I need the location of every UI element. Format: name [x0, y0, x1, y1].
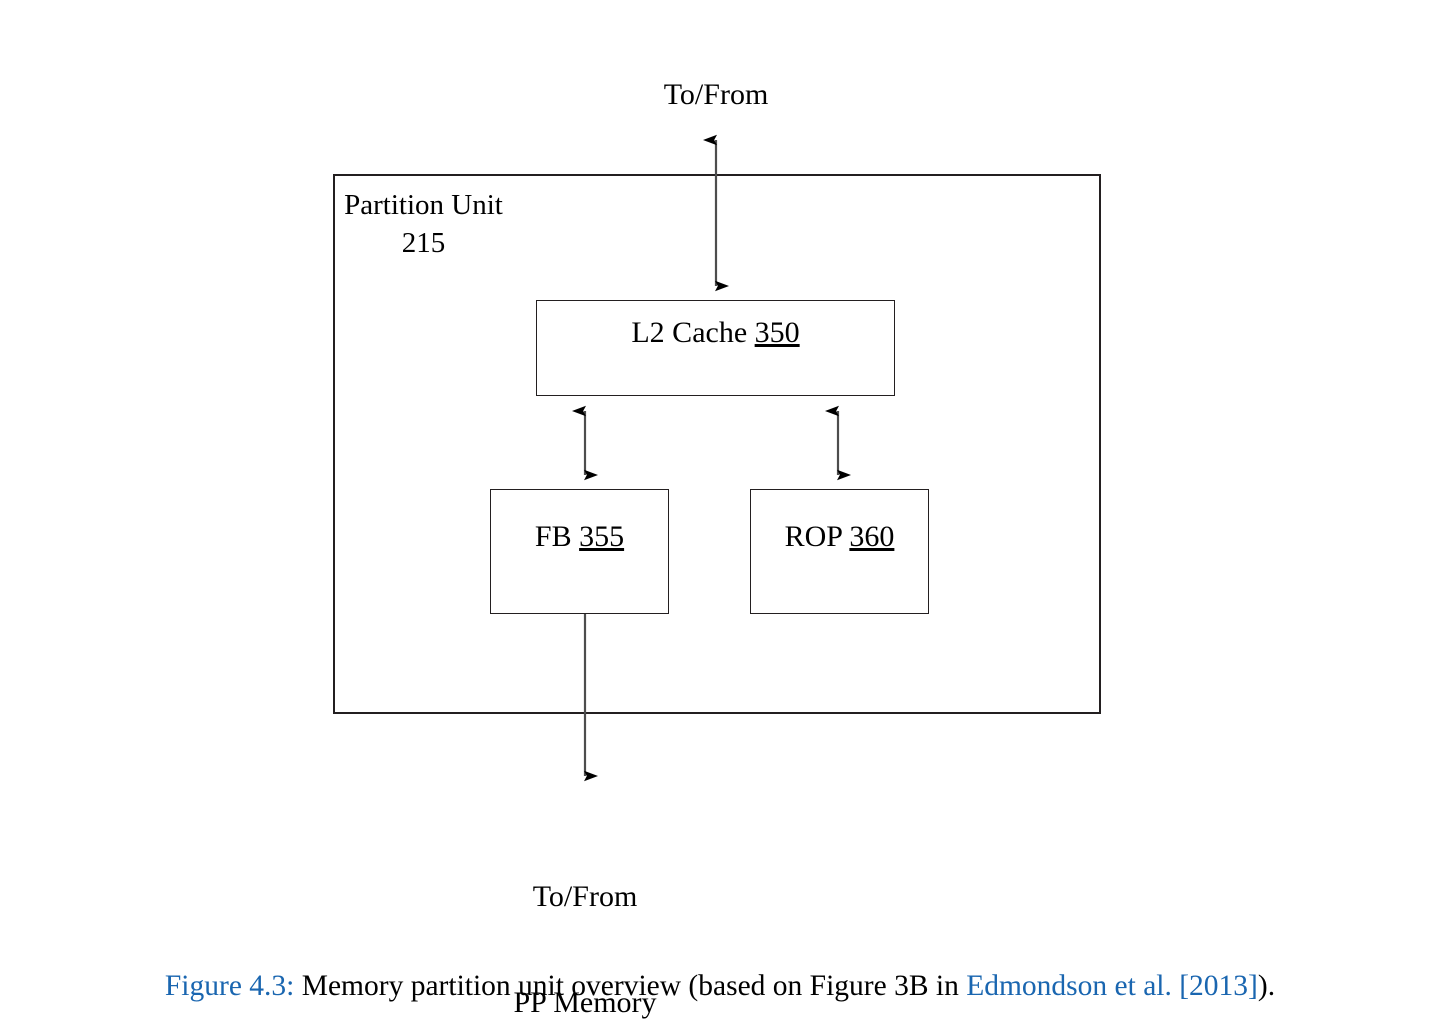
fb-name: FB: [534, 520, 572, 553]
partition-unit-line2: Unit: [451, 189, 503, 221]
l2-cache-block: L2 Cache 350: [536, 300, 895, 396]
l2-cache-label: L2 Cache 350: [537, 315, 894, 351]
partition-unit-line1: Partition: [344, 189, 445, 221]
figure-caption: Figure 4.3: Memory partition unit overvi…: [0, 968, 1440, 1005]
l2-cache-name: L2 Cache: [631, 316, 748, 349]
partition-unit-ref: 215: [401, 227, 446, 260]
rop-block: ROP 360: [750, 489, 929, 614]
rop-label: ROP 360: [751, 519, 928, 555]
pp-memory-line2: PP Memory: [513, 985, 657, 1019]
rop-ref: 360: [849, 520, 895, 553]
crossbar-label-line1: To/From: [663, 77, 769, 111]
caption-text-before: Memory partition unit overview (based on…: [294, 970, 967, 1002]
fb-block: FB 355: [490, 489, 669, 614]
caption-citation-link[interactable]: Edmondson et al. [2013]: [966, 970, 1258, 1002]
fb-ref: 355: [579, 520, 625, 553]
partition-unit-label: Partition Unit 215: [336, 186, 511, 263]
rop-name: ROP: [784, 520, 842, 553]
caption-text-after: ).: [1257, 970, 1276, 1002]
caption-number[interactable]: Figure 4.3:: [164, 970, 295, 1002]
pp-memory-label: To/From PP Memory 204: [445, 808, 725, 1029]
fb-label: FB 355: [491, 519, 668, 555]
pp-memory-line1: To/From: [532, 879, 638, 913]
l2-cache-ref: 350: [754, 316, 800, 349]
